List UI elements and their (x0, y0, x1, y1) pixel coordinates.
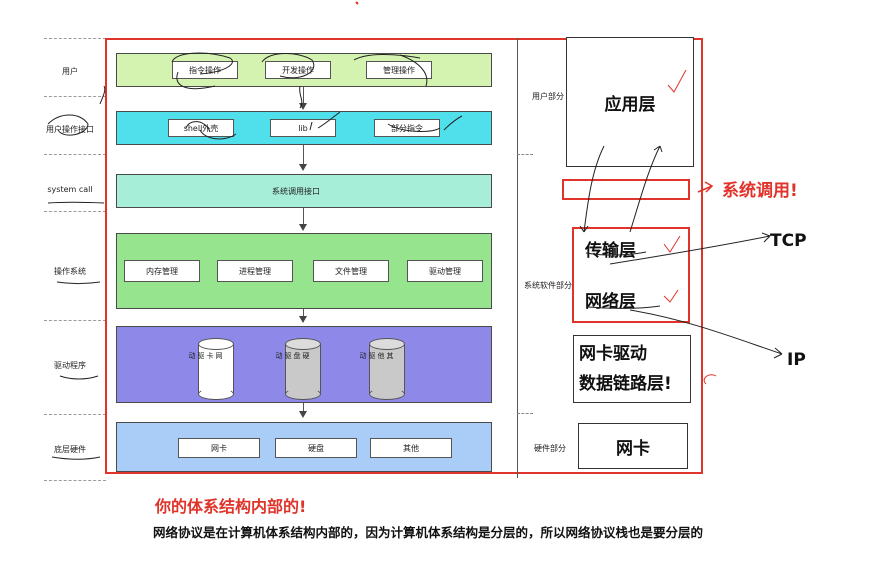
nic-label: 网卡 (616, 438, 650, 459)
datalink-label: 数据链路层! (579, 374, 672, 394)
connector (303, 403, 304, 413)
nic-driver-label: 网卡驱动 (579, 344, 647, 364)
item-shell: shell外壳 (168, 119, 234, 137)
cylinder-label: 网卡驱动 (188, 352, 223, 359)
item-command-operation: 指令操作 (172, 61, 238, 79)
item-driver-mgmt: 驱动管理 (407, 260, 483, 282)
label-hardware: 底层硬件 (54, 445, 86, 454)
item-disk: 硬盘 (275, 438, 357, 458)
connector (303, 145, 304, 165)
label-user-api: 用户操作接口 (46, 125, 94, 134)
label-hardware-part: 硬件部分 (534, 444, 566, 453)
arrow-down-icon (299, 224, 307, 231)
separator (44, 414, 106, 415)
item-file-mgmt: 文件管理 (313, 260, 389, 282)
network-layer-label: 网络层 (585, 292, 636, 312)
separator (44, 320, 106, 321)
connector (303, 309, 304, 318)
summary-text: 网络协议是在计算机体系结构内部的，因为计算机体系结构是分层的，所以网络协议栈也是… (153, 525, 704, 540)
syscall-interface-label: 系统调用接口 (272, 187, 320, 196)
architecture-frame (105, 38, 703, 474)
item-process-mgmt: 进程管理 (217, 260, 293, 282)
app-layer-box: 应用层 (566, 37, 694, 167)
label-system-software: 系统软件部分 (524, 281, 572, 290)
transport-layer-label: 传输层 (585, 241, 636, 261)
tcp-annotation: TCP (770, 231, 807, 251)
separator (517, 154, 533, 155)
item-memory-mgmt: 内存管理 (124, 260, 200, 282)
arrow-down-icon (299, 316, 307, 323)
layer-syscall (116, 174, 492, 208)
connector (303, 87, 304, 104)
cylinder-label: 硬盘驱动 (275, 352, 310, 359)
label-system-call: system call (47, 185, 93, 194)
separator (44, 211, 106, 212)
cylinder-label: 其他驱动 (359, 352, 394, 359)
separator (44, 480, 106, 481)
connector (303, 208, 304, 225)
separator (44, 154, 106, 155)
column-divider (517, 38, 518, 478)
item-nic: 网卡 (178, 438, 260, 458)
datalink-box: 网卡驱动 数据链路层! (573, 335, 691, 403)
item-admin-operation: 管理操作 (366, 61, 432, 79)
item-dev-operation: 开发操作 (265, 61, 331, 79)
nic-box: 网卡 (578, 423, 688, 469)
label-user: 用户 (62, 67, 78, 76)
label-driver: 驱动程序 (54, 361, 86, 370)
separator (517, 413, 533, 414)
arrow-down-icon (299, 411, 307, 418)
arrow-down-icon (299, 164, 307, 171)
item-lib: lib (270, 119, 336, 137)
separator (44, 38, 106, 39)
item-other: 其他 (370, 438, 452, 458)
arrow-down-icon (299, 103, 307, 110)
separator (44, 96, 106, 97)
ip-annotation: IP (787, 350, 806, 370)
label-os: 操作系统 (54, 267, 86, 276)
app-layer-label: 应用层 (604, 94, 656, 115)
syscall-highlight-box (562, 179, 690, 200)
inside-arch-annotation: 你的体系结构内部的! (155, 497, 307, 516)
label-user-part: 用户部分 (532, 92, 564, 101)
syscall-annotation: 系统调用! (722, 181, 798, 201)
